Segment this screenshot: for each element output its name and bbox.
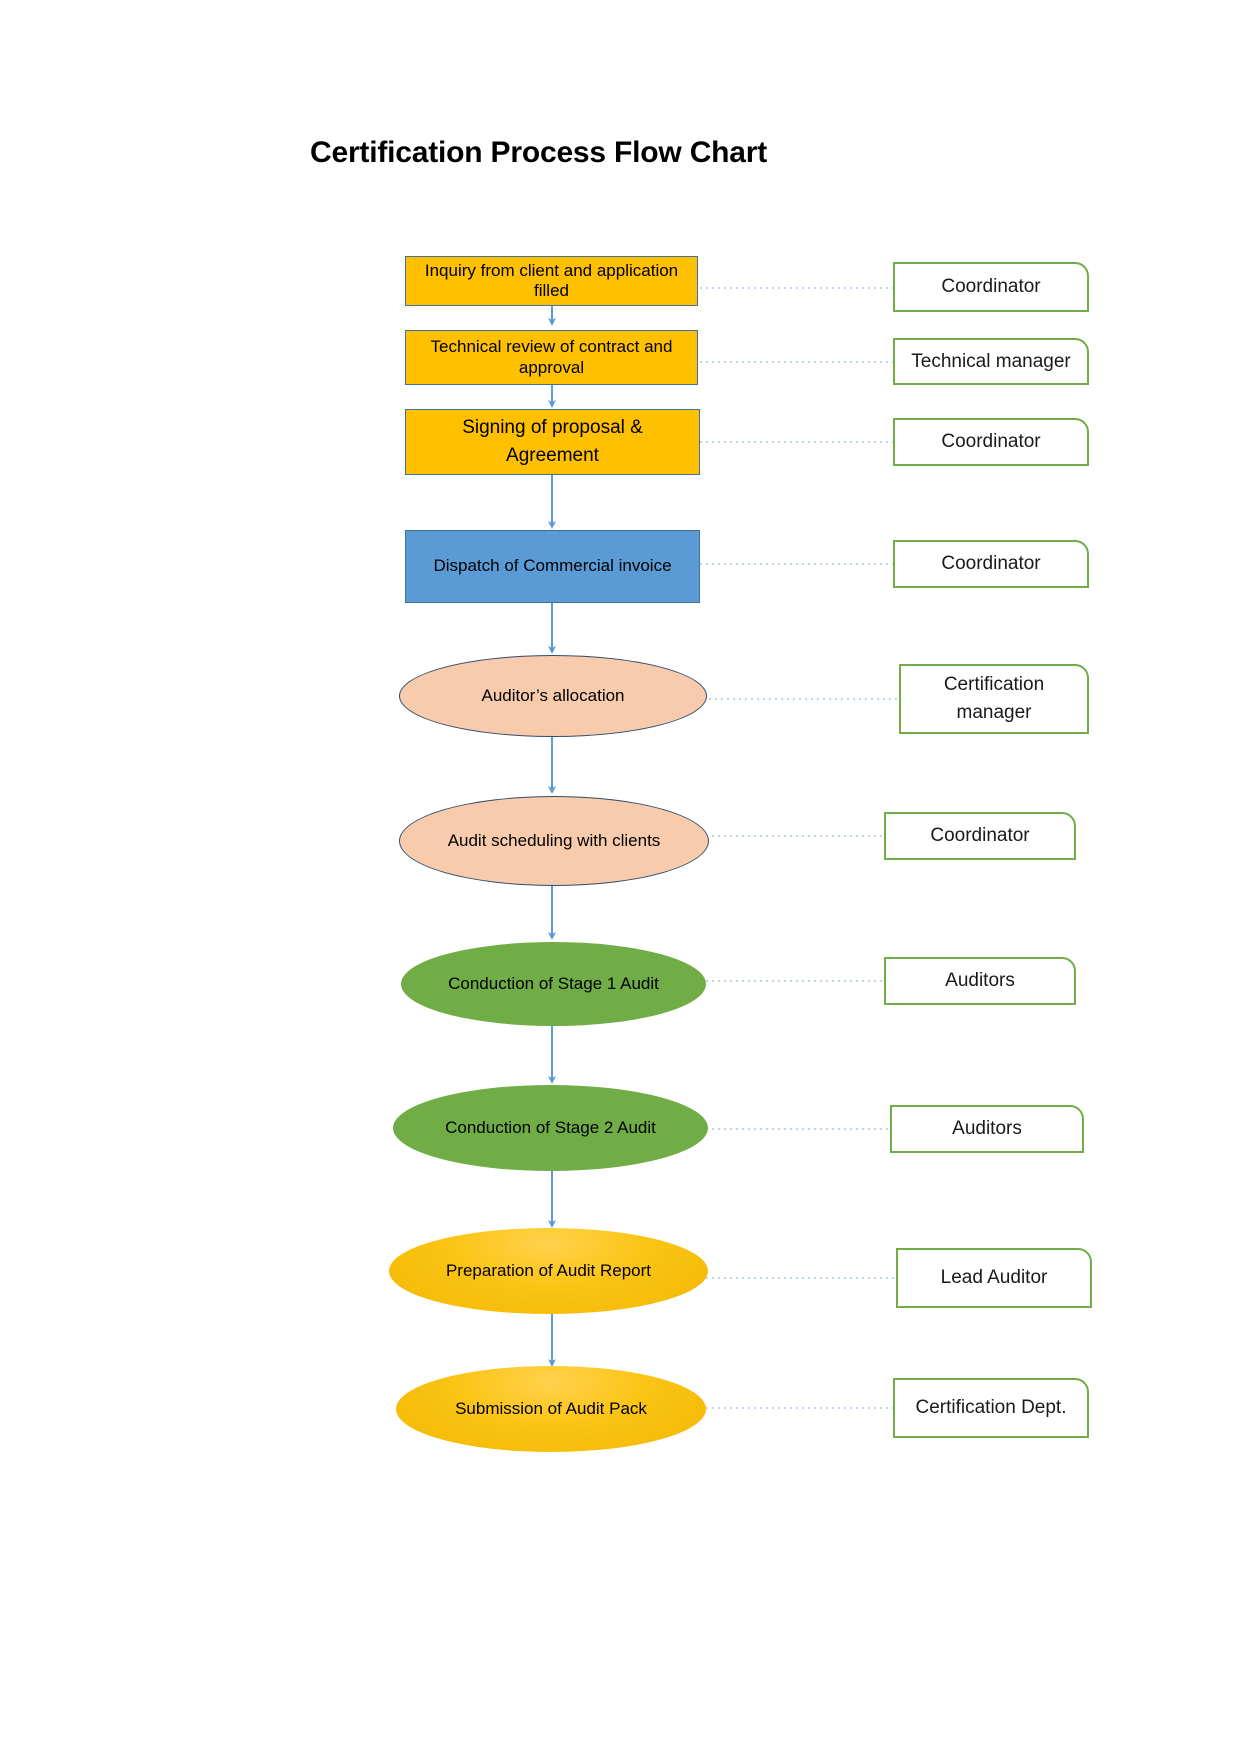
process-node-5-label: Auditor’s allocation <box>481 685 625 705</box>
role-links <box>700 287 899 1409</box>
process-node-6-label: Audit scheduling with clients <box>447 830 661 850</box>
role-box-8-label: Auditors <box>952 1118 1022 1140</box>
process-node-8[interactable]: Conduction of Stage 2 Audit <box>393 1085 708 1171</box>
process-node-7[interactable]: Conduction of Stage 1 Audit <box>401 942 706 1026</box>
process-node-7-label: Conduction of Stage 1 Audit <box>448 973 659 993</box>
role-box-4[interactable]: Coordinator <box>893 540 1089 588</box>
role-box-7[interactable]: Auditors <box>884 957 1076 1005</box>
process-node-6[interactable]: Audit scheduling with clients <box>399 796 709 886</box>
page-title: Certification Process Flow Chart <box>310 136 768 169</box>
process-node-2[interactable]: Technical review of contract and approva… <box>405 330 698 385</box>
role-box-2-label: Technical manager <box>911 350 1071 372</box>
role-box-3-label: Coordinator <box>941 431 1041 453</box>
process-node-3[interactable]: Signing of proposal & Agreement <box>405 409 700 475</box>
role-box-1-label: Coordinator <box>941 276 1041 298</box>
role-box-10-label: Certification Dept. <box>915 1397 1067 1419</box>
process-node-4-label: Dispatch of Commercial invoice <box>433 556 672 576</box>
process-node-9[interactable]: Preparation of Audit Report <box>389 1228 708 1314</box>
role-box-6-label: Coordinator <box>930 825 1030 847</box>
role-box-5-label: Certification manager <box>943 674 1045 723</box>
role-box-5[interactable]: Certification manager <box>899 664 1089 734</box>
role-box-2[interactable]: Technical manager <box>893 338 1089 385</box>
process-node-8-label: Conduction of Stage 2 Audit <box>445 1117 656 1137</box>
process-node-2-label: Technical review of contract and approva… <box>430 337 673 377</box>
process-node-3-label: Signing of proposal & Agreement <box>462 417 643 466</box>
role-box-4-label: Coordinator <box>941 553 1041 575</box>
role-box-9[interactable]: Lead Auditor <box>896 1248 1092 1308</box>
role-box-9-label: Lead Auditor <box>940 1267 1048 1289</box>
process-node-10-label: Submission of Audit Pack <box>455 1398 647 1418</box>
process-node-1-label: Inquiry from client and application fill… <box>424 260 679 300</box>
role-box-8[interactable]: Auditors <box>890 1105 1084 1153</box>
process-node-10[interactable]: Submission of Audit Pack <box>396 1366 706 1452</box>
role-box-6[interactable]: Coordinator <box>884 812 1076 860</box>
role-box-7-label: Auditors <box>945 970 1015 992</box>
role-box-1[interactable]: Coordinator <box>893 262 1089 312</box>
role-box-10[interactable]: Certification Dept. <box>893 1378 1089 1438</box>
process-node-4[interactable]: Dispatch of Commercial invoice <box>405 530 700 603</box>
role-box-3[interactable]: Coordinator <box>893 418 1089 466</box>
process-node-5[interactable]: Auditor’s allocation <box>399 655 707 737</box>
process-node-9-label: Preparation of Audit Report <box>445 1260 652 1280</box>
process-node-1[interactable]: Inquiry from client and application fill… <box>405 256 698 306</box>
